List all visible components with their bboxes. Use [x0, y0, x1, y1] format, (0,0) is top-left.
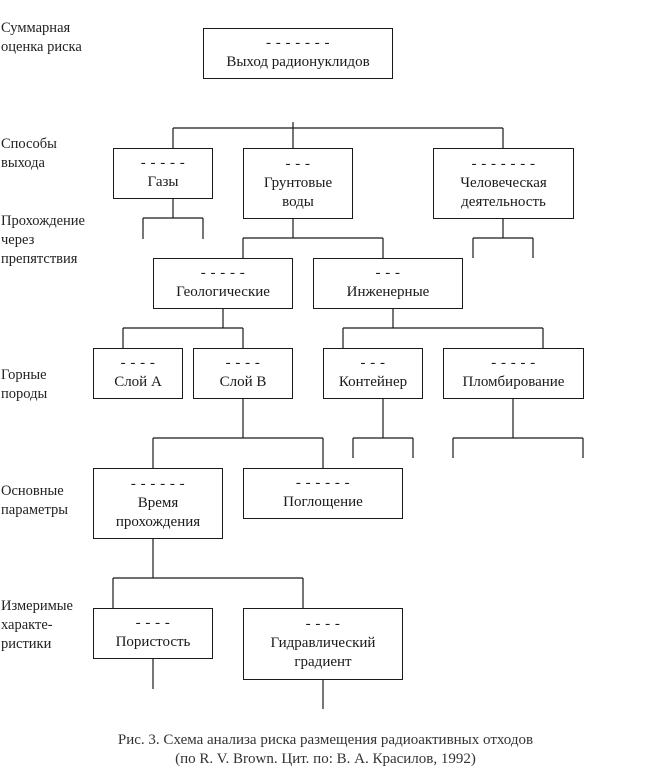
box-human-activity: - - - - - - - Человеческая деятельность [433, 148, 574, 219]
box-absorption-label: Поглощение [283, 494, 363, 510]
box-container-dashes: - - - [360, 355, 386, 371]
box-groundwater: - - - Грунтовые воды [243, 148, 353, 219]
figure-caption-line1: Рис. 3. Схема анализа риска размещения р… [117, 732, 534, 748]
box-root-dashes: - - - - - - - [266, 35, 330, 51]
box-layer-b: - - - - Слой В [193, 348, 293, 399]
box-engineering-label: Инженерные [346, 284, 430, 300]
box-geological-label: Геологические [176, 284, 270, 300]
box-human-activity-label: Человеческая деятельность [460, 174, 547, 210]
box-layer-b-label: Слой В [219, 374, 267, 390]
level-label-params: Основные параметры [1, 483, 68, 518]
box-absorption-dashes: - - - - - - [295, 475, 351, 491]
box-root: - - - - - - - Выход радионуклидов [203, 28, 393, 79]
box-sealing-dashes: - - - - - [491, 355, 536, 371]
box-root-label: Выход радионуклидов [226, 54, 370, 70]
box-layer-a-label: Слой А [114, 374, 162, 390]
box-geological: - - - - - Геологические [153, 258, 293, 309]
box-hydraulic-gradient-dashes: - - - - [305, 616, 341, 632]
box-sealing-label: Пломбирование [462, 374, 565, 390]
box-layer-a: - - - - Слой А [93, 348, 183, 399]
box-porosity-label: Пористость [115, 634, 191, 650]
box-travel-time-label: Время прохождения [115, 494, 201, 530]
level-label-release: Способы выхода [1, 136, 57, 171]
box-groundwater-dashes: - - - [285, 155, 311, 172]
box-porosity: - - - - Пористость [93, 608, 213, 659]
box-layer-a-dashes: - - - - [120, 355, 156, 371]
box-gases-label: Газы [147, 174, 179, 190]
box-sealing: - - - - - Пломбирование [443, 348, 584, 399]
box-human-activity-dashes: - - - - - - - [471, 155, 536, 172]
level-label-measurable: Измеримые характе- ристики [1, 598, 73, 652]
figure-caption: Рис. 3. Схема анализа риска размещения р… [0, 731, 651, 769]
box-container-label: Контейнер [338, 374, 408, 390]
box-absorption: - - - - - - Поглощение [243, 468, 403, 519]
box-travel-time-dashes: - - - - - - [130, 475, 186, 492]
box-hydraulic-gradient-label: Гидравлический градиент [270, 635, 376, 670]
level-label-passage: Прохождение через препятствия [1, 213, 85, 267]
level-label-summary: Суммарная оценка риска [1, 20, 82, 55]
box-engineering: - - - Инженерные [313, 258, 463, 309]
box-hydraulic-gradient: - - - - Гидравлический градиент [243, 608, 403, 680]
box-gases-dashes: - - - - - [140, 155, 186, 171]
figure-caption-line2: (по R. V. Brown. Цит. по: В. А. Красилов… [175, 751, 476, 767]
box-layer-b-dashes: - - - - [225, 355, 261, 371]
box-gases: - - - - - Газы [113, 148, 213, 199]
box-groundwater-label: Грунтовые воды [263, 174, 333, 210]
box-travel-time: - - - - - - Время прохождения [93, 468, 223, 539]
box-geological-dashes: - - - - - [200, 265, 246, 281]
box-porosity-dashes: - - - - [135, 615, 171, 631]
box-engineering-dashes: - - - [375, 265, 401, 281]
level-label-rocks: Горные породы [1, 367, 48, 402]
box-container: - - - Контейнер [323, 348, 423, 399]
